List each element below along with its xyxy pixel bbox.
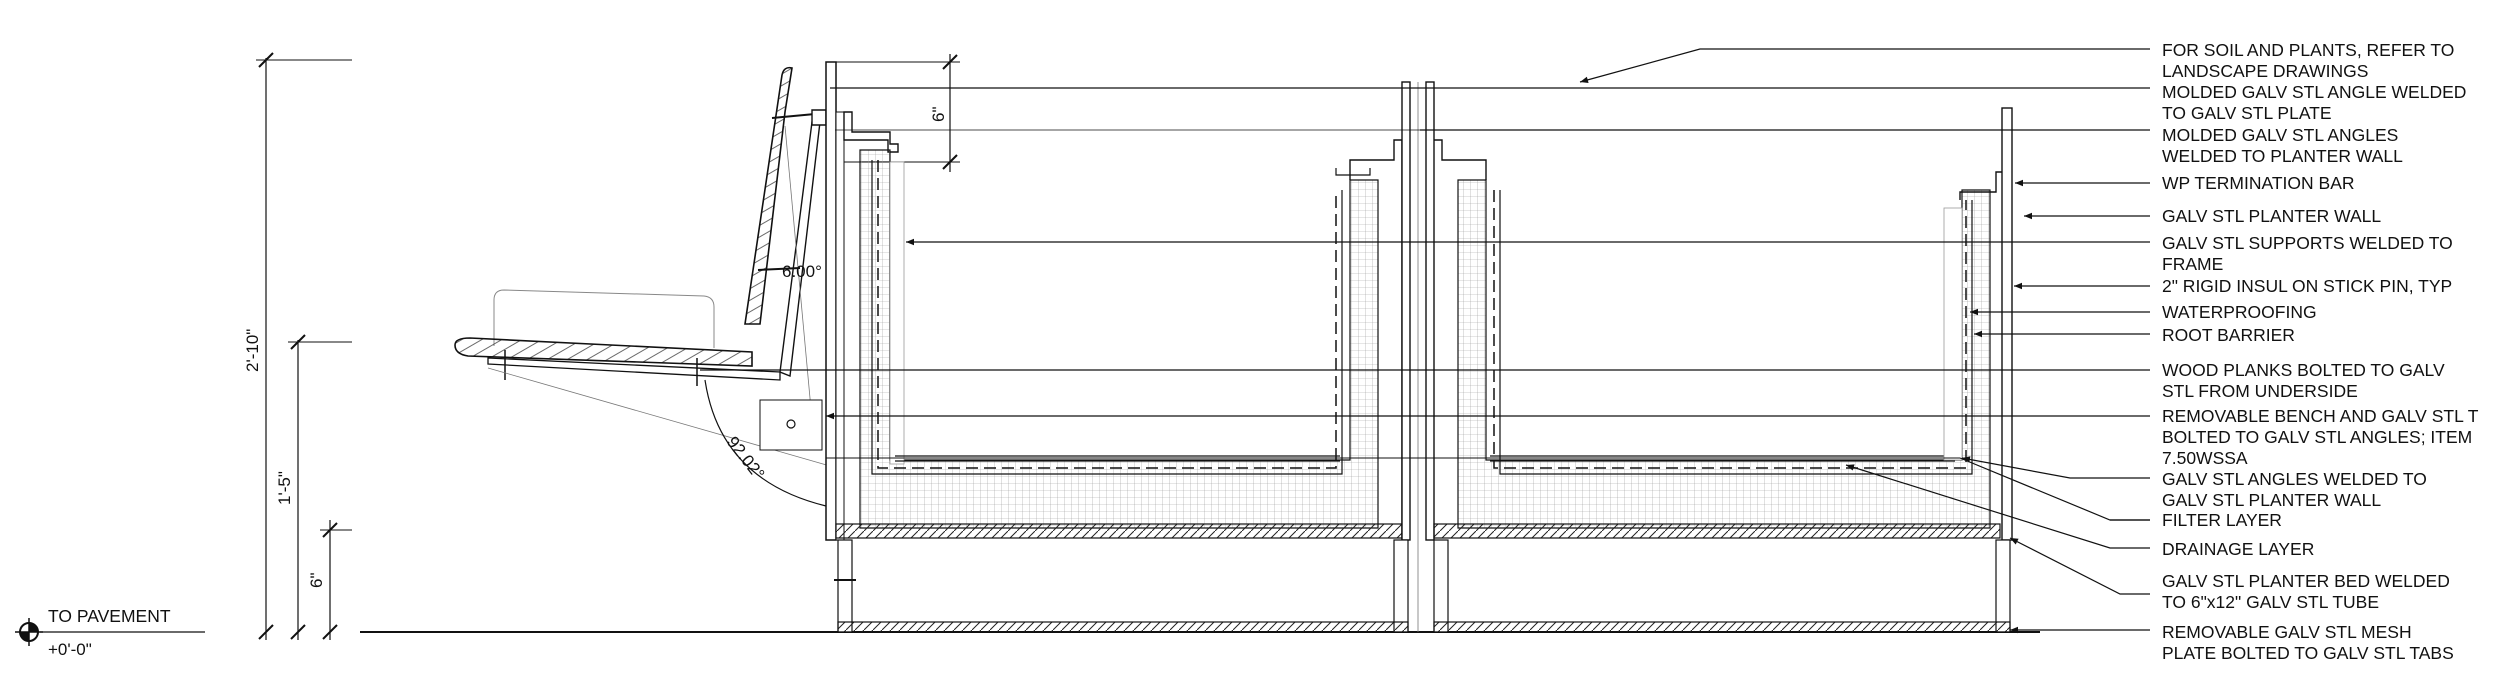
callout-angles-welded: GALV STL ANGLES WELDED TO GALV STL PLANT… [2162, 469, 2432, 510]
overall-height-dimension: 2'-10" [243, 329, 262, 372]
callout-leaders [700, 48, 2150, 634]
elevation-value: +0'-0" [48, 640, 92, 659]
bench: 6.00° 92.02° [454, 66, 831, 507]
callout-mesh-plate: REMOVABLE GALV STL MESH PLATE BOLTED TO … [2162, 622, 2454, 663]
seat-planks [454, 337, 753, 367]
callout-rigid-insulation: 2" RIGID INSUL ON STICK PIN, TYP [2162, 276, 2452, 296]
top-offset-label: 6" [929, 107, 948, 123]
callout-planter-bed: GALV STL PLANTER BED WELDED TO 6"x12" GA… [2162, 571, 2455, 612]
elevation-marker: TO PAVEMENT +0'-0" [15, 606, 205, 659]
right-planter [1417, 81, 2013, 633]
callout-waterproofing: WATERPROOFING [2162, 302, 2317, 322]
callout-angles-wall: MOLDED GALV STL ANGLES WELDED TO PLANTER… [2162, 125, 2403, 166]
base-height-dimension: 6" [307, 573, 326, 589]
left-planter [825, 61, 1411, 633]
callout-notes: FOR SOIL AND PLANTS, REFER TO LANDSCAPE … [2162, 40, 2483, 663]
backrest-planks [744, 66, 793, 325]
callout-drainage-layer: DRAINAGE LAYER [2162, 539, 2314, 559]
callout-soil-plants: FOR SOIL AND PLANTS, REFER TO LANDSCAPE … [2162, 40, 2459, 81]
callout-wood-planks: WOOD PLANKS BOLTED TO GALV STL FROM UNDE… [2162, 360, 2450, 401]
vertical-dimensions: 2'-10" 1'-5" 6" [243, 52, 352, 640]
callout-filter-layer: FILTER LAYER [2162, 510, 2282, 530]
callout-angle-plate: MOLDED GALV STL ANGLE WELDED TO GALV STL… [2162, 82, 2471, 123]
callout-root-barrier: ROOT BARRIER [2162, 325, 2295, 345]
datum-symbol-icon [15, 618, 43, 646]
callout-supports: GALV STL SUPPORTS WELDED TO FRAME [2162, 233, 2458, 274]
back-angle-label: 6.00° [782, 262, 822, 281]
callout-planter-wall: GALV STL PLANTER WALL [2162, 206, 2381, 226]
elevation-label: TO PAVEMENT [48, 606, 171, 626]
callout-removable-bench: REMOVABLE BENCH AND GALV STL T BOLTED TO… [2162, 406, 2483, 468]
bench-height-dimension: 1'-5" [275, 471, 294, 505]
callout-termination-bar: WP TERMINATION BAR [2162, 173, 2355, 193]
